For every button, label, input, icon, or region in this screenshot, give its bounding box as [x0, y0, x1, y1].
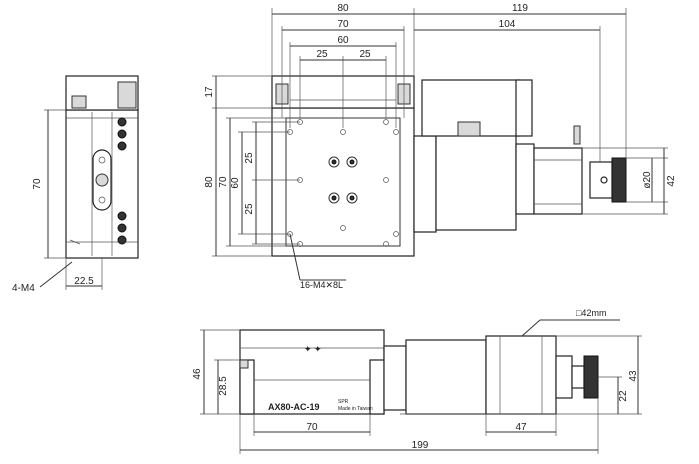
side-connector-right	[117, 81, 137, 109]
dim-top-25-a: 25	[316, 49, 328, 60]
front-coupling	[383, 345, 407, 411]
handwheel-knob	[611, 157, 627, 203]
dim-top-60: 60	[337, 35, 349, 46]
dim-top-25-b: 25	[359, 49, 371, 60]
center-holes	[328, 156, 358, 204]
dim-left-80: 80	[204, 176, 215, 188]
dim-left-25-b: 25	[244, 203, 255, 215]
dim-left-17: 17	[204, 86, 215, 98]
side-connector-left	[71, 95, 87, 109]
dim-front-22: 22	[618, 390, 629, 402]
stage-plate	[271, 107, 415, 257]
dim-side-22-5: 22.5	[74, 276, 94, 287]
model-name: AX80-AC-19	[268, 402, 320, 412]
motor-flange	[413, 135, 437, 233]
dim-left-25-a: 25	[244, 152, 255, 164]
label-side-holes: 4-M4	[12, 283, 35, 294]
side-center-knob	[95, 173, 109, 187]
dim-right-20: ø20	[642, 171, 653, 189]
front-motor-housing	[405, 339, 487, 415]
dim-right-42: 42	[666, 175, 677, 187]
motor-rear	[533, 147, 583, 215]
dim-top-80: 80	[337, 3, 349, 14]
motor-end-cap	[515, 143, 535, 215]
origin-label: Made in Taiwan	[338, 406, 373, 412]
label-motor-square: □42mm	[576, 308, 606, 318]
dim-front-43: 43	[628, 370, 639, 382]
dim-side-70: 70	[32, 178, 43, 190]
brand-mark: SPR	[338, 399, 349, 405]
motor-cable-box	[515, 79, 533, 137]
dim-left-60: 60	[230, 177, 241, 189]
dim-front-46: 46	[192, 368, 203, 380]
dim-left-70: 70	[218, 176, 229, 188]
front-motor-body	[485, 335, 557, 415]
front-stage-body	[239, 329, 385, 415]
dim-bottom-199: 199	[412, 440, 429, 451]
label-top-holes: 16-M4✕8L	[300, 280, 343, 290]
dim-top-104: 104	[499, 19, 516, 30]
dim-bottom-70: 70	[306, 422, 318, 433]
side-screw-heads	[117, 117, 127, 245]
front-knob	[583, 355, 599, 399]
dim-top-70: 70	[337, 19, 349, 30]
dim-bottom-47: 47	[515, 422, 527, 433]
front-screw-marks: ✦ ✦	[304, 344, 322, 354]
side-view: 70 22.5 4-M4	[12, 75, 139, 294]
front-view: ✦ ✦ AX80-AC-19 SPR Made in Taiwan □42mm …	[192, 308, 642, 454]
dim-front-28-5: 28.5	[218, 376, 229, 396]
dim-top-119: 119	[512, 3, 528, 14]
top-view: 80 70 60 25 25 119 104 17 80	[204, 3, 677, 290]
